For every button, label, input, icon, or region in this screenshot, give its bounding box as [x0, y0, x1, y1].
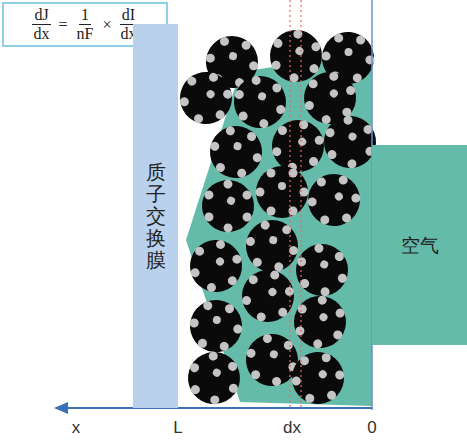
- formula-group: =: [57, 16, 70, 34]
- vertical-label: 质子交换膜: [146, 161, 166, 271]
- x-axis: [64, 407, 372, 409]
- formula-term: dI: [120, 6, 137, 25]
- formula-term: nF: [75, 25, 96, 43]
- formula-group: ×: [100, 16, 113, 34]
- membrane-band: 质子交换膜: [133, 24, 178, 408]
- region-label: 空气: [401, 234, 439, 257]
- axis-label: 0: [367, 418, 376, 438]
- axis-label: dx: [283, 418, 301, 438]
- axis-label: x: [72, 418, 81, 438]
- axis-arrowhead: [54, 402, 68, 414]
- catalyst-particles: [169, 20, 385, 415]
- formula-term: =: [57, 16, 70, 34]
- formula-term: dx: [32, 25, 52, 43]
- formula-row: dJdx = 1nF× dI dx: [32, 6, 139, 42]
- formula-group: dJdx: [32, 6, 52, 42]
- air-region: 空气: [372, 145, 467, 345]
- axis-label: L: [173, 418, 182, 438]
- formula-term: ×: [100, 16, 113, 34]
- slice-boundary: [289, 0, 290, 410]
- formula-term: dJ: [32, 6, 50, 25]
- slice-boundary: [300, 0, 301, 410]
- formula-term: 1: [79, 6, 91, 25]
- formula-group: 1nF: [75, 6, 96, 42]
